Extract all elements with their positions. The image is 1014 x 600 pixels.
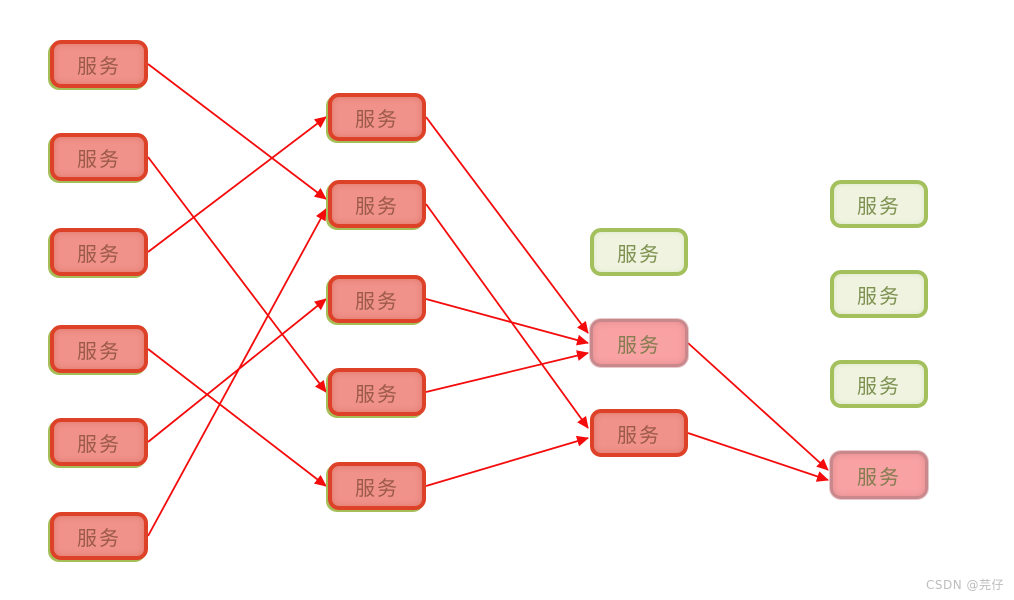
service-node: 服务 [328,180,426,228]
dependency-arrow [147,63,327,200]
service-node-label: 服务 [355,475,399,500]
service-node-label: 服务 [617,422,661,447]
service-node-label: 服务 [355,288,399,313]
service-node: 服务 [830,360,928,408]
service-node: 服务 [328,93,426,141]
dependency-arrow [147,298,327,443]
dependency-arrow [147,116,327,253]
service-node-label: 服务 [77,525,121,550]
dependency-arrow [147,156,327,393]
service-node: 服务 [50,133,148,181]
service-node-label: 服务 [857,283,901,308]
service-node: 服务 [590,409,688,457]
service-node-label: 服务 [857,193,901,218]
service-node: 服务 [328,368,426,416]
service-node-label: 服务 [77,338,121,363]
dependency-arrow [147,348,327,487]
service-node-label: 服务 [355,106,399,131]
watermark: CSDN @芫仔 [925,578,1004,592]
service-node-label: 服务 [857,373,901,398]
service-node: 服务 [50,40,148,88]
service-node-label: 服务 [77,431,121,456]
dependency-arrow [425,350,589,393]
service-node-label: 服务 [857,464,901,489]
service-node: 服务 [50,512,148,560]
service-node: 服务 [50,228,148,276]
service-node: 服务 [830,180,928,228]
dependency-arrow [425,435,589,487]
service-node-label: 服务 [617,332,661,357]
service-node-label: 服务 [355,381,399,406]
dependency-arrow [425,298,589,346]
service-node: 服务 [328,275,426,323]
dependency-arrow [687,432,829,482]
dependency-arrow [425,116,589,334]
service-node-label: 服务 [77,241,121,266]
service-node-label: 服务 [617,241,661,266]
service-node: 服务 [50,418,148,466]
service-node-label: 服务 [355,193,399,218]
dependency-arrow [147,208,327,537]
service-node: 服务 [590,319,688,367]
dependency-arrow [687,342,829,471]
service-node: 服务 [590,228,688,276]
service-node: 服务 [328,462,426,510]
service-node-label: 服务 [77,53,121,78]
service-node: 服务 [50,325,148,373]
service-node: 服务 [830,451,928,499]
service-node-label: 服务 [77,146,121,171]
dependency-arrow [425,203,589,429]
service-node: 服务 [830,270,928,318]
